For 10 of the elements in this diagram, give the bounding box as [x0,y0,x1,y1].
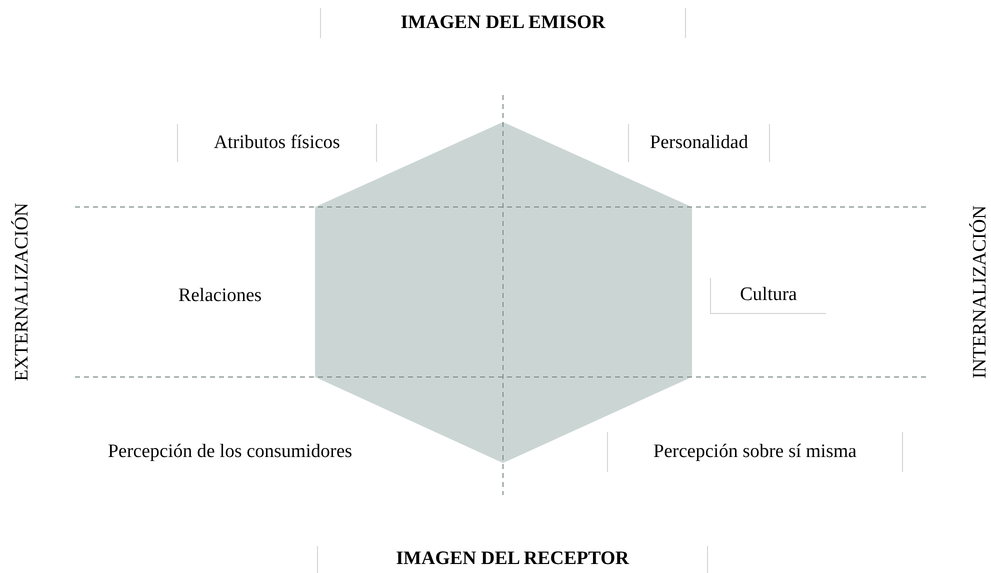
axis-label: EXTERNALIZACIÓN [12,202,32,382]
label-text: Personalidad [628,124,770,162]
label-text: Percepción sobre sí misma [607,432,903,472]
label-text: Cultura [710,278,826,314]
label-text: Relaciones [177,284,263,308]
axis-label: INTERNALIZACIÓN [970,205,990,379]
label-text: Atributos físicos [177,124,377,162]
heading-text: IMAGEN DEL EMISOR [320,8,686,38]
label-text: Percepción de los consumidores [106,440,354,464]
heading-text: IMAGEN DEL RECEPTOR [317,546,708,573]
